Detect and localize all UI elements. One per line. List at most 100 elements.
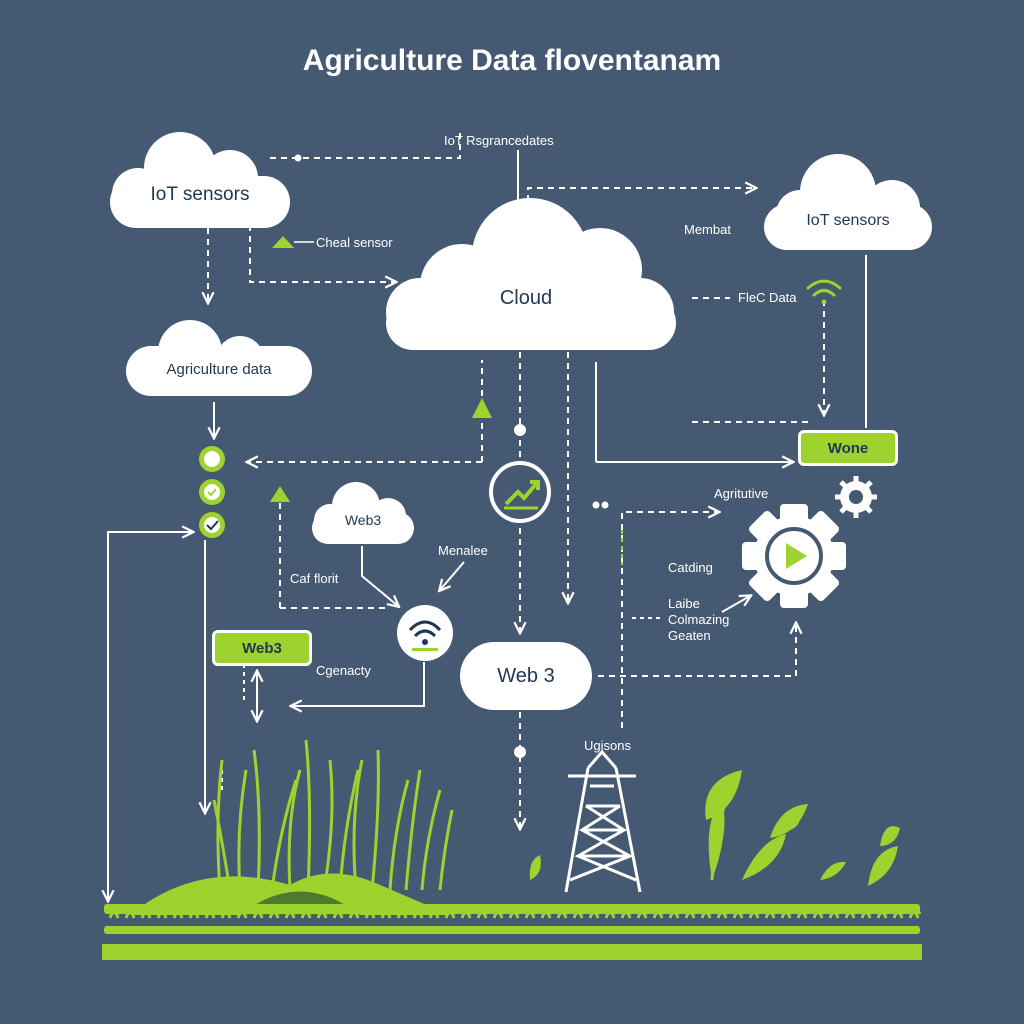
crop-sprout	[300, 905, 314, 919]
gear-play-icon	[742, 504, 846, 608]
crops-icon	[102, 739, 922, 960]
label-laibe: Laibe	[668, 596, 700, 611]
crop-sprout	[204, 905, 218, 919]
node-iot-sensors-left: IoT sensors	[150, 184, 250, 205]
gear-icon	[835, 476, 877, 518]
crop-sprout	[252, 905, 266, 919]
connector-line	[108, 532, 192, 900]
crop-sprout	[684, 905, 698, 919]
label-flet-data: FleC Data	[738, 290, 797, 305]
crop-sprout	[332, 905, 346, 919]
crop-sprout	[220, 905, 234, 919]
label-iot-top: IoT Rsgrancedates	[444, 133, 554, 148]
crop-sprout	[492, 905, 506, 919]
crop-sprout	[284, 905, 298, 919]
label-agritutive: Agritutive	[714, 486, 769, 501]
connector-line	[621, 512, 718, 728]
crop-sprout	[124, 905, 138, 919]
crop-sprout	[860, 905, 874, 919]
status-circle-icon	[199, 479, 225, 505]
arrow-up-icon	[270, 486, 290, 502]
crop-sprout	[460, 905, 474, 919]
label-cgenacty: Cgenacty	[316, 663, 371, 678]
node-web3-box: Web3	[212, 630, 312, 666]
connector-dot	[592, 501, 600, 509]
crop-sprout	[764, 905, 778, 919]
crop-sprout	[876, 905, 890, 919]
connector-line	[598, 624, 796, 677]
crop-sprout	[636, 905, 650, 919]
node-agriculture-data: Agriculture data	[166, 361, 272, 378]
crop-sprout	[268, 905, 282, 919]
crop-sprout	[444, 905, 458, 919]
crop-sprout	[716, 905, 730, 919]
crop-sprout	[364, 905, 378, 919]
crop-sprout	[588, 905, 602, 919]
cloud-web3-small	[312, 482, 414, 544]
node-web3-large: Web 3	[497, 665, 555, 687]
wifi-icon	[397, 605, 453, 661]
crop-sprout	[188, 905, 202, 919]
cloud-iot-sensors-right	[764, 154, 932, 250]
crop-sprout	[476, 905, 490, 919]
crop-sprout	[348, 905, 362, 919]
crop-sprout	[668, 905, 682, 919]
crop-sprout	[732, 905, 746, 919]
cloud-main	[386, 198, 676, 350]
crop-sprout	[524, 905, 538, 919]
crop-sprout	[748, 905, 762, 919]
crop-sprout	[572, 905, 586, 919]
label-membat: Membat	[684, 222, 731, 237]
label-colmazing: Colmazing	[668, 612, 730, 627]
crop-sprout	[156, 905, 170, 919]
connector-line	[721, 596, 750, 613]
connector-line	[361, 546, 398, 606]
crop-sprout	[700, 905, 714, 919]
connector-line	[440, 561, 465, 590]
crop-sprout	[540, 905, 554, 919]
crop-sprout	[604, 905, 618, 919]
connector-line	[292, 662, 425, 706]
arrow-up-icon	[472, 398, 492, 418]
crop-sprout	[316, 905, 330, 919]
crop-sprout	[412, 905, 426, 919]
crop-sprout	[892, 905, 906, 919]
crop-sprout	[556, 905, 570, 919]
label-menalee: Menalee	[438, 543, 488, 558]
connector-dot	[514, 424, 526, 436]
crop-sprout	[844, 905, 858, 919]
crop-sprout	[812, 905, 826, 919]
label-ugisons: Ugisons	[584, 738, 631, 753]
connector-line	[248, 360, 483, 462]
warning-triangle-icon	[272, 236, 294, 248]
crop-sprout	[780, 905, 794, 919]
crop-sprout	[652, 905, 666, 919]
node-wone-box: Wone	[798, 430, 898, 466]
crop-sprout	[620, 905, 634, 919]
crop-sprout	[172, 905, 186, 919]
connector-dot	[514, 746, 526, 758]
crop-sprout	[236, 905, 250, 919]
crop-sprout	[108, 905, 122, 919]
trend-up-icon	[489, 461, 551, 523]
crop-sprout	[796, 905, 810, 919]
crop-sprout	[428, 905, 442, 919]
crop-sprout	[380, 905, 394, 919]
node-cloud: Cloud	[499, 287, 553, 309]
check-icon	[199, 512, 225, 538]
status-circle-icon	[199, 446, 225, 472]
connector-line	[249, 225, 395, 282]
label-caf-florit: Caf florit	[290, 571, 339, 586]
label-catding: Catding	[668, 560, 713, 575]
connector-line	[527, 188, 755, 212]
cloud-agriculture-data	[126, 320, 312, 396]
connector-dot	[294, 154, 302, 162]
crop-sprout	[828, 905, 842, 919]
node-iot-sensors-right: IoT sensors	[806, 212, 890, 229]
crop-sprout	[908, 905, 922, 919]
cloud-iot-sensors-left	[110, 132, 290, 228]
transmission-tower-icon	[564, 749, 642, 893]
cloud-web3-large	[460, 642, 592, 710]
